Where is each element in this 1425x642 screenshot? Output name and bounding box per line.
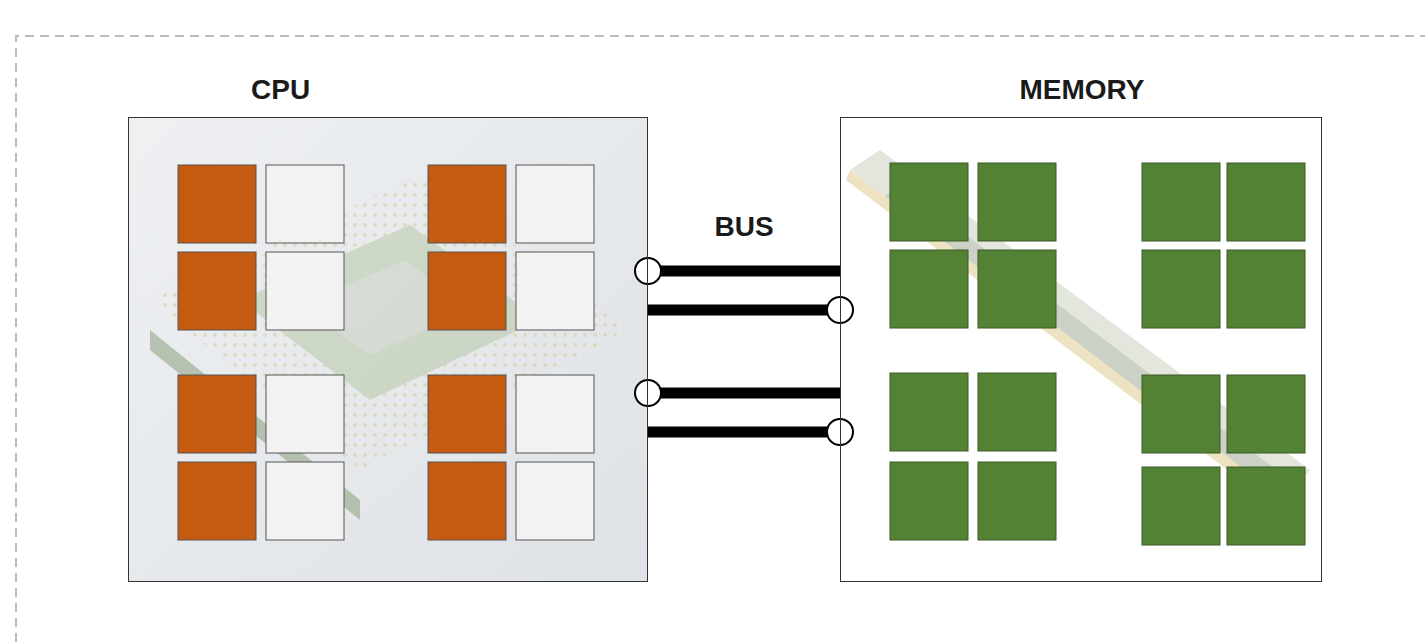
cpu-ground <box>128 117 648 582</box>
bus-wire <box>648 388 840 399</box>
cpu-cells <box>178 165 594 540</box>
bus-wire <box>648 427 840 438</box>
bus-line <box>635 380 840 406</box>
bus-line <box>648 297 853 323</box>
bus-line <box>648 419 853 445</box>
cpu-box: CPU <box>128 117 648 582</box>
bus-line <box>635 258 840 284</box>
memory-ground <box>840 117 1322 582</box>
box-heading: MEMORY <box>1020 74 1145 106</box>
memory-cells <box>890 163 1305 545</box>
box-heading: CPU <box>251 74 310 106</box>
frame <box>16 36 1425 642</box>
bus-wire <box>648 305 840 316</box>
bus-terminal <box>635 380 661 406</box>
ram-photo <box>846 150 1310 510</box>
bus-label: BUS <box>711 211 776 243</box>
memory-box: MEMORY <box>840 117 1322 582</box>
bus-wire <box>648 266 840 277</box>
bus-terminal <box>635 258 661 284</box>
